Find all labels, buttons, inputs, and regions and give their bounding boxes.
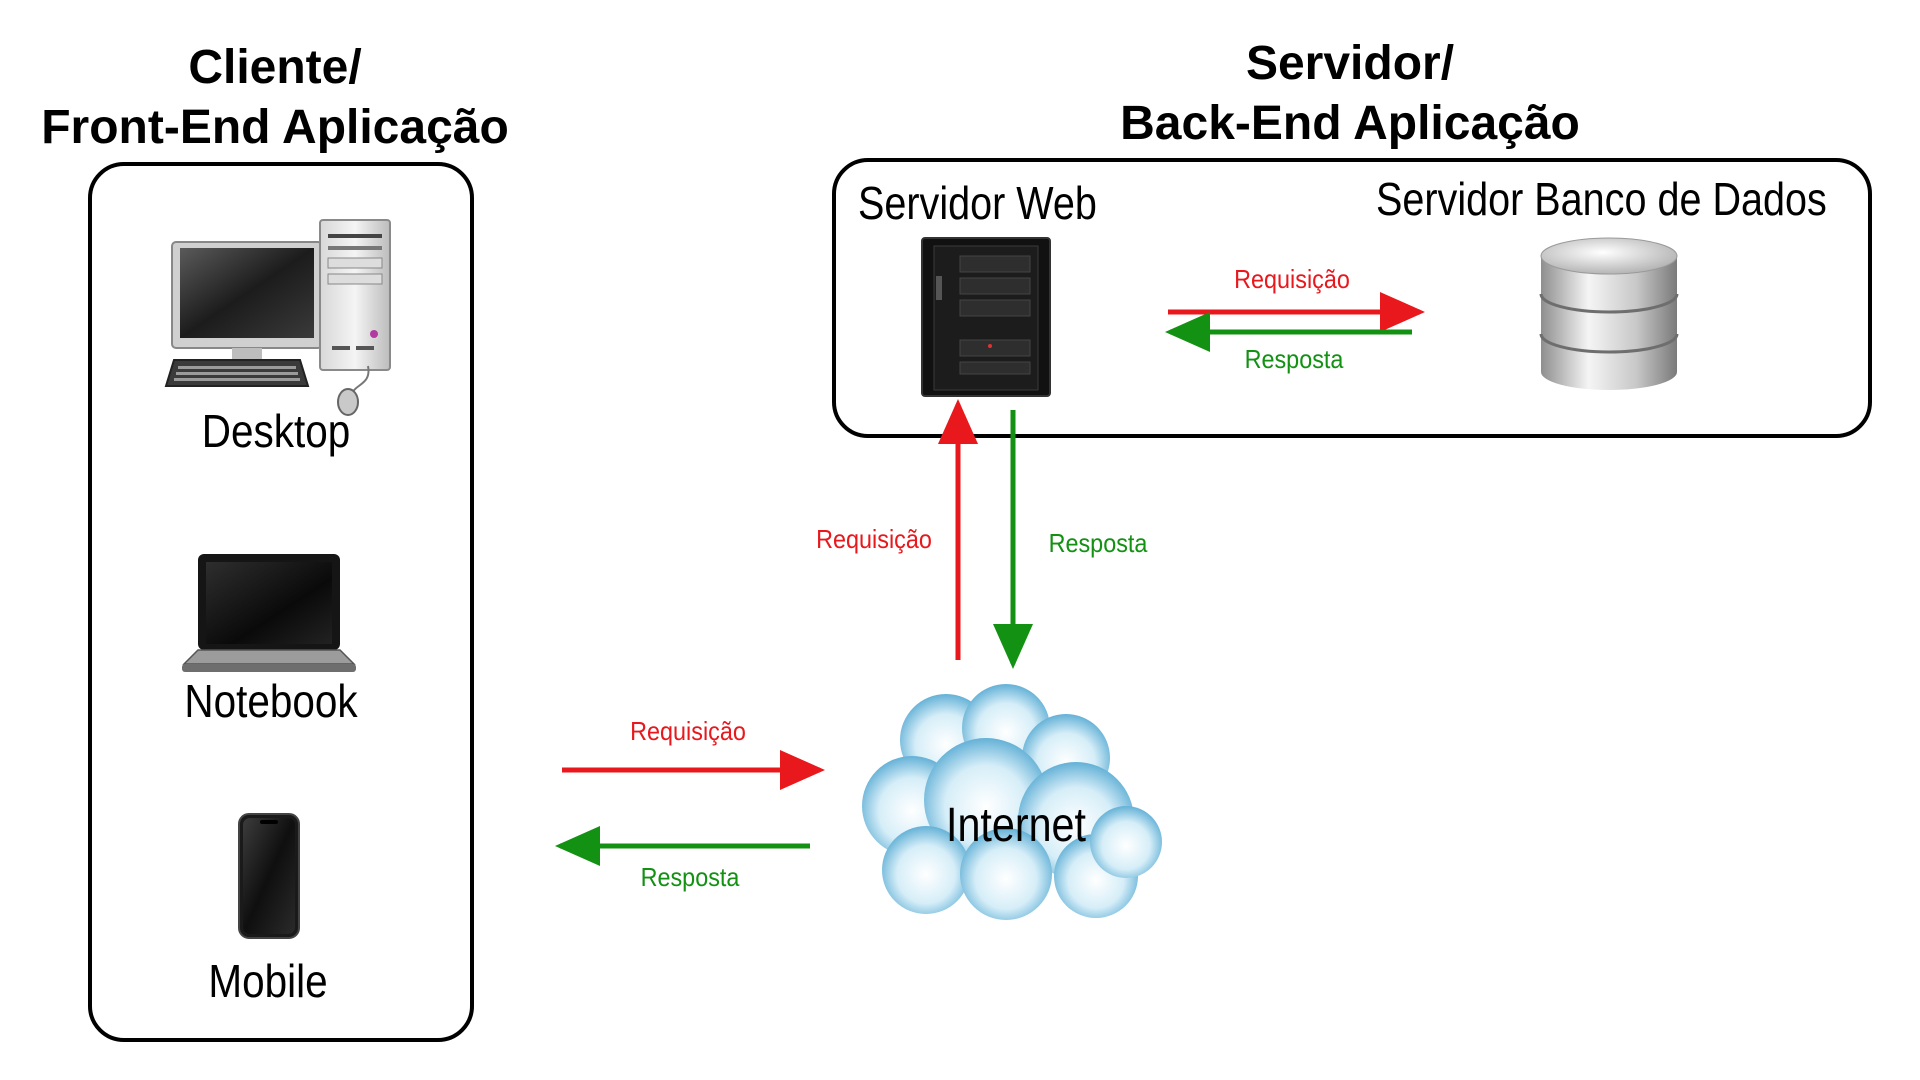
db-server-label: Servidor Banco de Dados: [1376, 173, 1827, 225]
server-heading: Servidor/ Back-End Aplicação: [1080, 34, 1620, 154]
response-label-web-db: Resposta: [1244, 344, 1344, 374]
desktop-computer-icon: [164, 219, 391, 416]
web-server-label: Servidor Web: [858, 177, 1097, 229]
laptop-icon: [182, 554, 356, 672]
client-heading-line1: Cliente/: [188, 41, 362, 94]
server-heading-line1: Servidor/: [1245, 37, 1455, 90]
cloud-icon: [862, 684, 1162, 920]
server-rack-icon: [921, 237, 1051, 397]
request-label-internet-server: Requisição: [816, 524, 932, 554]
response-label-internet-server: Resposta: [1048, 528, 1148, 558]
internet-label: Internet: [946, 799, 1086, 852]
server-heading-line2: Back-End Aplicação: [1120, 97, 1580, 150]
smartphone-icon: [238, 813, 300, 939]
device-label-desktop: Desktop: [201, 405, 351, 457]
client-heading: Cliente/ Front-End Aplicação: [0, 38, 550, 158]
request-label-web-db: Requisição: [1234, 264, 1350, 294]
response-label-client-internet: Resposta: [640, 862, 740, 892]
client-heading-line2: Front-End Aplicação: [41, 101, 509, 154]
database-icon: [1539, 237, 1679, 390]
request-label-client-internet: Requisição: [630, 716, 746, 746]
device-label-mobile: Mobile: [208, 955, 328, 1007]
device-label-notebook: Notebook: [184, 675, 358, 727]
